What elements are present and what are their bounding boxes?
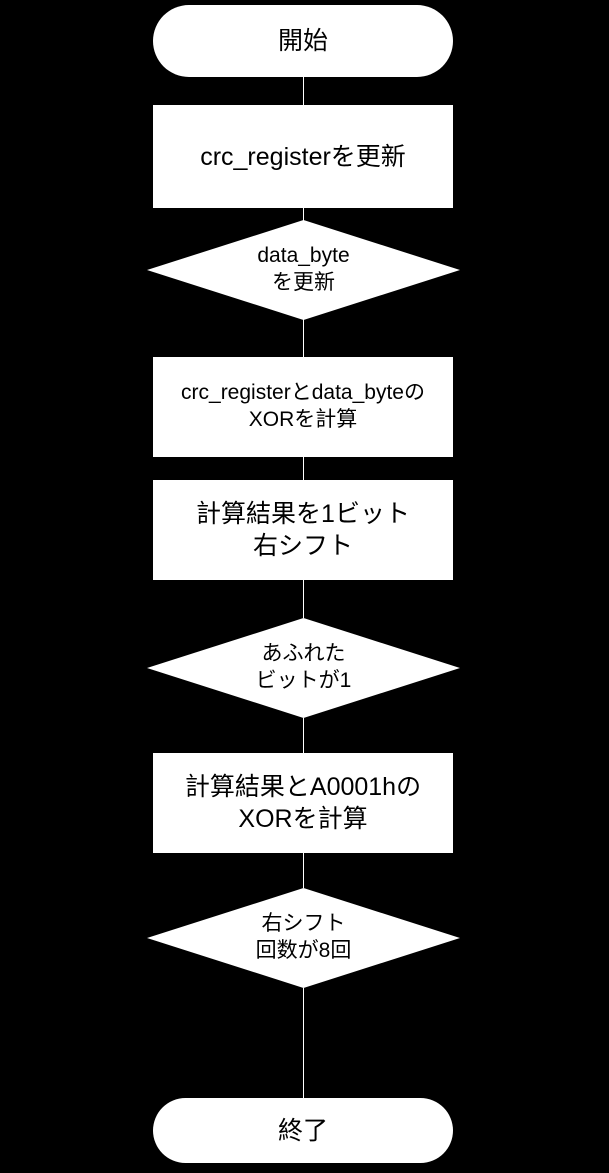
- node-xor-with-a0001h[interactable]: 計算結果とA0001hの XORを計算: [153, 753, 453, 853]
- node-overflow-bit-is-one[interactable]: あふれた ビットが1: [147, 618, 460, 718]
- node-start-label: 開始: [277, 27, 328, 55]
- connector-shift-count-to-end: [303, 988, 304, 1098]
- node-update-data-byte-label: data_byte を更新: [257, 244, 350, 294]
- connector-shift-to-overflow: [303, 580, 304, 618]
- connector-update-crc-to-update-data-byte: [303, 208, 304, 222]
- node-end[interactable]: 終了: [153, 1098, 453, 1163]
- node-shift-count-is-eight[interactable]: 右シフト 回数が8回: [147, 888, 460, 988]
- node-overflow-bit-is-one-label: あふれた ビットが1: [255, 642, 352, 692]
- connector-update-data-byte-to-xor: [303, 318, 304, 357]
- node-shift-count-is-eight-label: 右シフト 回数が8回: [255, 912, 352, 962]
- node-shift-right-one-bit-label: 計算結果を1ビット 右シフト: [196, 500, 410, 560]
- node-update-crc-register-label: crc_registerを更新: [200, 142, 406, 171]
- connector-xor-to-shift: [303, 457, 304, 480]
- node-xor-crc-and-data-byte[interactable]: crc_registerとdata_byteの XORを計算: [153, 357, 453, 457]
- node-start[interactable]: 開始: [153, 5, 453, 77]
- connector-xor-a0001h-to-shift-count: [303, 853, 304, 888]
- node-xor-crc-and-data-byte-label: crc_registerとdata_byteの XORを計算: [181, 381, 425, 431]
- node-update-data-byte[interactable]: data_byte を更新: [147, 220, 460, 320]
- connector-overflow-to-xor-a0001h: [303, 718, 304, 753]
- node-update-crc-register[interactable]: crc_registerを更新: [153, 105, 453, 208]
- node-xor-with-a0001h-label: 計算結果とA0001hの XORを計算: [184, 773, 422, 833]
- node-end-label: 終了: [277, 1116, 328, 1145]
- connector-start-to-update-crc: [303, 77, 304, 105]
- node-shift-right-one-bit[interactable]: 計算結果を1ビット 右シフト: [153, 480, 453, 580]
